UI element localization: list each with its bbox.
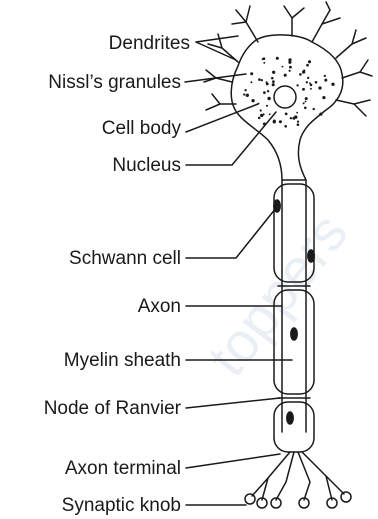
nissl-granule [331, 83, 334, 86]
label-node-of-ranvier: Node of Ranvier [44, 398, 182, 419]
nissl-granule [282, 66, 284, 68]
label-nucleus: Nucleus [112, 155, 181, 176]
nissl-granule [319, 112, 322, 115]
nissl-granule [305, 101, 307, 103]
nissl-granules-shape [243, 57, 335, 128]
nissl-granule [273, 120, 276, 123]
nissl-granule [294, 115, 297, 118]
nissl-granule [313, 108, 315, 110]
label-axon: Axon [138, 296, 181, 317]
nissl-granule [263, 91, 266, 94]
nissl-granule [289, 70, 291, 72]
nissl-granule [266, 81, 268, 83]
nissl-granule [272, 83, 275, 86]
nissl-granule [296, 84, 298, 86]
nissl-granule [260, 109, 262, 111]
label-nissl-granules: Nissl’s granules [48, 72, 181, 93]
nissl-granule [276, 57, 279, 60]
label-axon-terminal: Axon terminal [65, 458, 181, 479]
nissl-granule [296, 112, 298, 114]
synaptic-knobs [245, 492, 351, 508]
nissl-granule [243, 93, 245, 95]
nissl-granule [289, 66, 292, 69]
nissl-granule [263, 62, 265, 64]
nissl-granule [266, 105, 268, 107]
label-dendrites: Dendrites [109, 33, 190, 54]
nissl-granule [244, 89, 246, 91]
nissl-granule [262, 58, 264, 60]
nissl-granule [263, 122, 266, 125]
nissl-granule [302, 88, 305, 91]
nissl-granule [306, 64, 309, 67]
nissl-granule [315, 81, 318, 84]
nissl-granule [308, 60, 311, 63]
dendrites-shape [204, 2, 372, 116]
label-synaptic-knob: Synaptic knob [62, 495, 181, 516]
axon-terminal-shape [252, 452, 344, 500]
nissl-granule [299, 73, 302, 76]
nissl-granule [324, 75, 326, 77]
nissl-granule [279, 120, 282, 123]
nissl-granule [250, 81, 252, 83]
label-cell-body: Cell body [102, 118, 182, 139]
nissl-granule [284, 74, 287, 77]
nissl-granule [310, 88, 312, 90]
nissl-granule [297, 123, 300, 126]
nissl-granule [303, 102, 305, 104]
nucleus-shape [274, 86, 296, 108]
nissl-granule [258, 103, 260, 105]
nissl-granule [261, 79, 263, 81]
nissl-granule [297, 120, 299, 122]
nissl-granule [250, 72, 253, 75]
nissl-granule [272, 71, 275, 74]
nissl-granule [307, 77, 309, 79]
nissl-granule [304, 107, 307, 110]
nissl-granule [310, 84, 313, 87]
nissl-granule [269, 113, 271, 115]
nissl-granule [318, 86, 321, 89]
nissl-granule [306, 81, 308, 83]
label-myelin-sheath: Myelin sheath [64, 350, 181, 371]
label-schwann-cell: Schwann cell [69, 248, 181, 269]
nissl-granule [258, 117, 261, 120]
nissl-granule [322, 96, 325, 99]
nissl-granule [258, 78, 261, 81]
nissl-granule [246, 94, 249, 97]
nissl-granule [267, 90, 269, 92]
nissl-granule [285, 113, 288, 116]
nissl-granule [284, 125, 287, 128]
nissl-granule [263, 113, 265, 115]
nissl-granule [272, 80, 275, 83]
nissl-granule [305, 97, 308, 100]
nissl-granule [303, 69, 305, 71]
nissl-granule [251, 99, 254, 102]
nissl-granule [271, 77, 274, 80]
nissl-granule [288, 61, 291, 64]
nissl-granule [324, 79, 327, 82]
nissl-granule [290, 117, 292, 119]
nissl-granule [267, 97, 270, 100]
